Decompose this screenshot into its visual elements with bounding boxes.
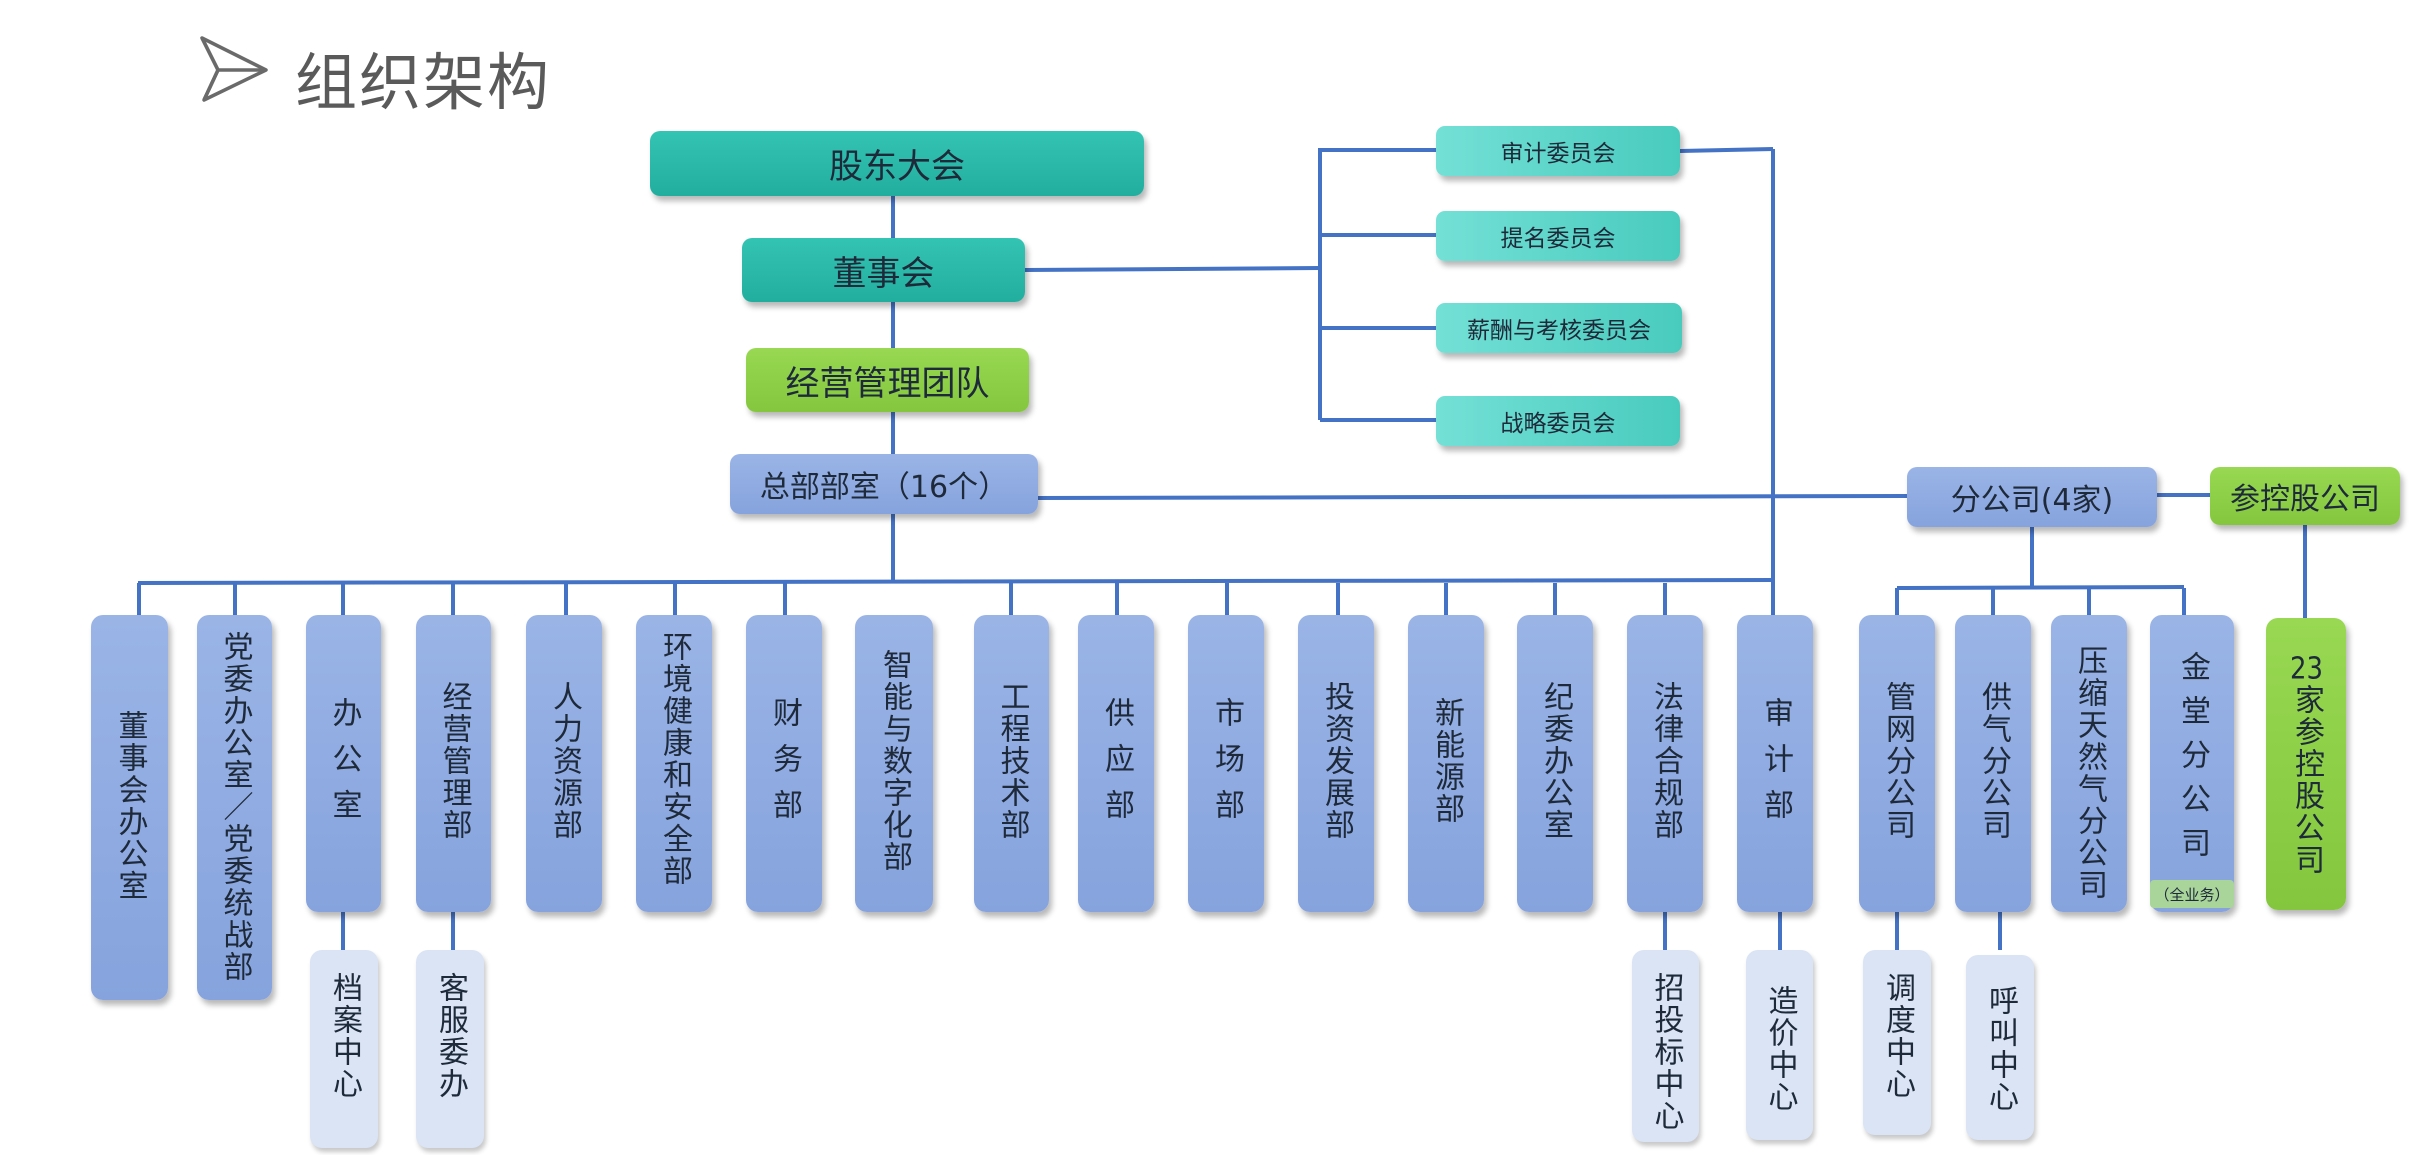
dept-operations-management: 经营管理部 — [416, 615, 491, 912]
dept-label: 投资发展部 — [1319, 681, 1354, 841]
subunit-bidding-center: 招投标中心 — [1632, 950, 1699, 1142]
management-team-box: 经营管理团队 — [746, 348, 1029, 412]
audit-committee-box: 审计委员会 — [1436, 126, 1680, 176]
dept-engineering: 工程技术部 — [974, 615, 1049, 912]
branch-label: 金堂分公司 — [2175, 651, 2210, 871]
dept-label: 环境健康和安全部 — [657, 631, 692, 887]
dept-label: 财务部 — [767, 697, 802, 835]
dept-office: 办公室 — [306, 615, 381, 912]
dept-label: 新能源部 — [1429, 697, 1464, 825]
paper-plane-outline-icon — [200, 36, 268, 102]
shareholders-meeting-box: 股东大会 — [650, 131, 1144, 196]
subunit-cost-center: 造价中心 — [1746, 950, 1813, 1140]
branch-cng-company: 压缩天然气分公司 — [2051, 615, 2127, 912]
subunit-label: 呼叫中心 — [1983, 985, 2018, 1113]
branch-jintang-company: 金堂分公司 — [2150, 615, 2234, 912]
subunit-label: 招投标中心 — [1648, 972, 1684, 1132]
dept-market: 市场部 — [1188, 615, 1264, 912]
dept-label: 办公室 — [326, 697, 362, 835]
dept-board-office: 董事会办公室 — [91, 615, 168, 1000]
dept-discipline-office: 纪委办公室 — [1517, 615, 1593, 912]
branch-full-business-note: （全业务） — [2150, 880, 2234, 908]
subunit-customer-service: 客服委办 — [416, 950, 484, 1148]
holdings-label: 23家参控股公司 — [2289, 654, 2324, 876]
dept-new-energy: 新能源部 — [1408, 615, 1484, 912]
branch-pipeline-company: 管网分公司 — [1859, 615, 1935, 912]
dept-ehs: 环境健康和安全部 — [636, 615, 712, 912]
holding-companies-count-box: 23家参控股公司 — [2266, 618, 2346, 910]
page-title: 组织架构 — [295, 46, 552, 119]
nomination-committee-box: 提名委员会 — [1436, 211, 1680, 261]
remuneration-committee-box: 薪酬与考核委员会 — [1436, 303, 1682, 353]
dept-label: 智能与数字化部 — [877, 649, 912, 873]
dept-investment-development: 投资发展部 — [1298, 615, 1374, 912]
board-of-directors-box: 董事会 — [742, 238, 1025, 302]
branch-companies-box: 分公司(4家) — [1907, 467, 2157, 527]
subunit-archive-center: 档案中心 — [310, 950, 378, 1148]
dept-supply: 供应部 — [1078, 615, 1154, 912]
strategy-committee-box: 战略委员会 — [1436, 396, 1680, 446]
subunit-label: 客服委办 — [433, 972, 468, 1100]
dept-label: 审计部 — [1758, 697, 1793, 835]
dept-label: 经营管理部 — [436, 681, 472, 841]
dept-label: 市场部 — [1209, 697, 1244, 835]
holding-companies-box: 参控股公司 — [2210, 467, 2400, 525]
dept-intelligence-digital: 智能与数字化部 — [855, 615, 933, 912]
branch-label: 供气分公司 — [1976, 681, 2011, 841]
dept-finance: 财务部 — [746, 615, 822, 912]
subunit-label: 档案中心 — [327, 972, 362, 1100]
holdings-count-number: 23 — [2290, 654, 2323, 684]
dept-party-office: 党委办公室／党委统战部 — [197, 615, 272, 1000]
subunit-dispatch-center: 调度中心 — [1863, 950, 1931, 1135]
dept-legal-compliance: 法律合规部 — [1627, 615, 1703, 912]
branch-label: 管网分公司 — [1880, 681, 1915, 841]
dept-label: 供应部 — [1099, 697, 1134, 835]
dept-label: 纪委办公室 — [1538, 681, 1573, 841]
dept-audit: 审计部 — [1737, 615, 1813, 912]
holdings-count-text: 家参控股公司 — [2289, 684, 2324, 876]
subunit-call-center: 呼叫中心 — [1966, 955, 2034, 1140]
branch-label: 压缩天然气分公司 — [2072, 645, 2107, 901]
dept-label: 人力资源部 — [547, 681, 582, 841]
dept-label: 董事会办公室 — [112, 710, 148, 902]
branch-gas-supply-company: 供气分公司 — [1955, 615, 2031, 912]
subunit-label: 造价中心 — [1762, 985, 1798, 1113]
subunit-label: 调度中心 — [1880, 972, 1915, 1100]
dept-label: 工程技术部 — [994, 681, 1030, 841]
dept-label: 法律合规部 — [1648, 681, 1683, 841]
dept-label: 党委办公室／党委统战部 — [217, 631, 253, 983]
dept-human-resources: 人力资源部 — [526, 615, 602, 912]
headquarters-departments-box: 总部部室（16个） — [730, 454, 1038, 514]
